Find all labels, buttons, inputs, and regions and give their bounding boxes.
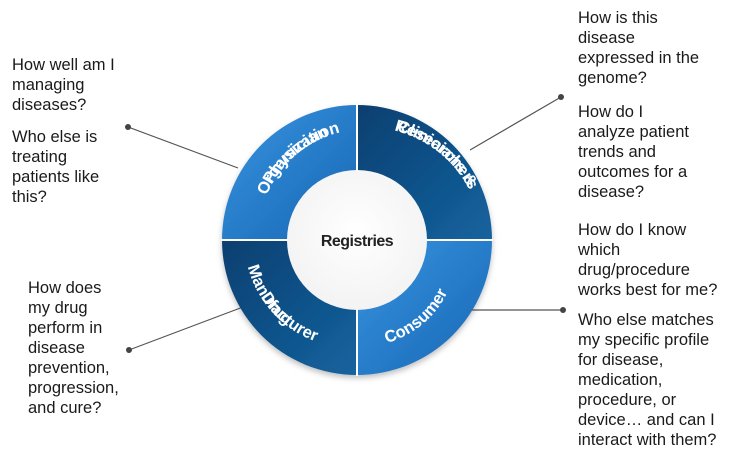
connector-drug: [128, 306, 244, 351]
connector-clinicians: [469, 96, 562, 151]
question-clinicians-genome: How is this disease expressed in the gen…: [578, 9, 700, 87]
segment-physician-organization: [222, 105, 357, 240]
question-clinicians-trends: How do I analyze patient trends and outc…: [578, 103, 689, 201]
connector-dot-physician: [125, 124, 131, 130]
center-label: Registries: [321, 233, 394, 250]
question-consumer-matches: Who else matches my specific profile for…: [578, 311, 717, 449]
ring: [222, 105, 492, 375]
question-physician-managing: How well am I managing diseases?: [12, 56, 115, 114]
question-drug-performance: How does my drug perform in disease prev…: [28, 279, 119, 417]
connector-dot-consumer: [560, 307, 566, 313]
segment-dividers: [221, 104, 493, 376]
connector-dot-clinicians: [558, 94, 564, 100]
connector-dot-drug: [126, 347, 132, 353]
connector-physician: [127, 126, 239, 169]
question-physician-treating: Who else is treating patients like this?: [12, 128, 100, 206]
center-circle: [287, 170, 427, 310]
segment-drug-manufacturer: [222, 240, 357, 375]
segment-clinicians-researchers: [357, 105, 492, 240]
question-consumer-best-procedure: How do I know which drug/procedure works…: [578, 221, 718, 299]
connector-lines: [125, 94, 566, 353]
segment-consumer: [357, 240, 492, 375]
